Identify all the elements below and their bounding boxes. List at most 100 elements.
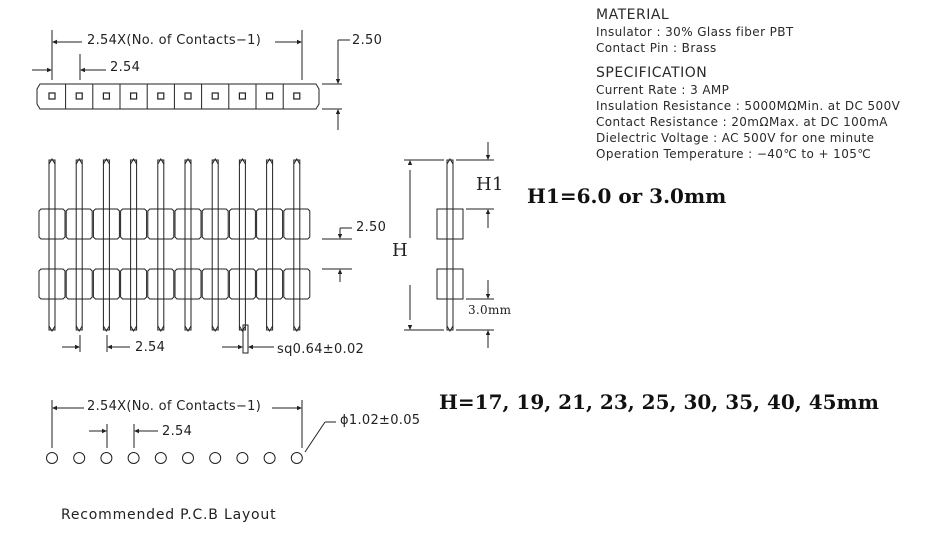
pin-tip bbox=[446, 158, 454, 165]
h-label: H bbox=[392, 240, 408, 261]
pin bbox=[266, 208, 274, 240]
pin-tip bbox=[293, 325, 301, 332]
pin-section-mark bbox=[242, 324, 249, 354]
pin bbox=[184, 159, 192, 331]
hole-diameter-label: ϕ1.02±0.05 bbox=[340, 413, 421, 428]
arrow-head bbox=[297, 39, 302, 45]
pin-square bbox=[211, 92, 219, 100]
pin bbox=[102, 208, 110, 240]
spec-block: MATERIAL Insulator : 30% Glass fiber PBT… bbox=[596, 6, 900, 162]
pin bbox=[130, 268, 138, 300]
pcb-hole bbox=[182, 452, 194, 464]
pin-square bbox=[157, 92, 165, 100]
top-pitch-label: 2.54 bbox=[110, 60, 141, 75]
pin bbox=[211, 268, 219, 300]
pin-tip bbox=[130, 325, 138, 332]
h-note: H=17, 19, 21, 23, 25, 30, 35, 40, 45mm bbox=[439, 390, 879, 414]
pin bbox=[446, 208, 454, 300]
arrow-head bbox=[485, 330, 491, 335]
pin-tip bbox=[184, 158, 192, 165]
pin bbox=[446, 159, 454, 331]
pin-tip bbox=[48, 325, 56, 332]
pin-square bbox=[184, 92, 192, 100]
housing-cell bbox=[228, 208, 256, 240]
side-row-label: 2.50 bbox=[356, 220, 387, 235]
housing-cell bbox=[147, 208, 175, 240]
pin-tip bbox=[238, 325, 246, 332]
arrow-head bbox=[407, 325, 413, 330]
housing-cell bbox=[38, 268, 66, 300]
spec-line: Dielectric Voltage : AC 500V for one min… bbox=[596, 131, 875, 145]
pin-square bbox=[75, 92, 83, 100]
pin-tip bbox=[75, 325, 83, 332]
pin-tip bbox=[446, 325, 454, 332]
material-heading: MATERIAL bbox=[596, 7, 670, 23]
housing-side bbox=[436, 268, 464, 300]
pcb-hole bbox=[209, 452, 222, 464]
front-pitch-label: 2.54 bbox=[135, 340, 166, 355]
pin bbox=[266, 268, 274, 300]
housing-cell bbox=[38, 208, 66, 240]
housing-cell bbox=[65, 268, 93, 300]
housing-cell bbox=[283, 208, 311, 240]
housing-cell bbox=[256, 268, 284, 300]
pin-tip bbox=[266, 325, 274, 332]
pin-tip bbox=[211, 158, 219, 165]
pin bbox=[184, 268, 192, 300]
h1-note: H1=6.0 or 3.0mm bbox=[527, 184, 727, 208]
arrow-head bbox=[297, 405, 302, 411]
top-row-label: 2.50 bbox=[352, 33, 383, 48]
pin bbox=[266, 159, 274, 331]
pin bbox=[48, 159, 56, 331]
pcb-pitch-label: 2.54 bbox=[162, 424, 193, 439]
pin-tip bbox=[211, 325, 219, 332]
pin bbox=[211, 159, 219, 331]
pin bbox=[157, 159, 165, 331]
pin-tip bbox=[75, 158, 83, 165]
arrow-head bbox=[80, 67, 85, 73]
arrow-head bbox=[335, 109, 341, 114]
pcb-span-label: 2.54X(No. of Contacts−1) bbox=[87, 399, 262, 414]
pin-tip bbox=[293, 158, 301, 165]
material-line: Contact Pin : Brass bbox=[596, 41, 717, 55]
pin-square bbox=[238, 92, 246, 100]
specification-heading: SPECIFICATION bbox=[596, 65, 708, 81]
pin-tip bbox=[102, 158, 110, 165]
pin bbox=[75, 208, 83, 240]
spec-line: Contact Resistance : 20mΩMax. at DC 100m… bbox=[596, 115, 888, 129]
pcb-caption: Recommended P.C.B Layout bbox=[61, 507, 277, 523]
housing-cell bbox=[201, 208, 229, 240]
arrow-head bbox=[75, 344, 80, 350]
housing-cell bbox=[201, 268, 229, 300]
pin-tip bbox=[48, 158, 56, 165]
arrow-head bbox=[248, 344, 253, 350]
leader-line bbox=[304, 421, 326, 453]
pin-square bbox=[293, 92, 301, 100]
pin bbox=[102, 159, 110, 331]
pcb-layout-view bbox=[46, 400, 336, 464]
pin-tip bbox=[266, 158, 274, 165]
side-view bbox=[404, 142, 494, 348]
pin-tip bbox=[130, 158, 138, 165]
pin-tip bbox=[157, 158, 165, 165]
top-span-label: 2.54X(No. of Contacts−1) bbox=[87, 33, 262, 48]
pin bbox=[75, 159, 83, 331]
housing-cell bbox=[92, 208, 120, 240]
top-view bbox=[32, 30, 350, 130]
housing-cell bbox=[65, 208, 93, 240]
housing-cell bbox=[120, 268, 148, 300]
pin bbox=[157, 208, 165, 240]
housing-cell bbox=[120, 208, 148, 240]
arrow-head bbox=[335, 79, 341, 84]
arrow-head bbox=[47, 67, 52, 73]
pcb-hole bbox=[46, 452, 58, 464]
pin-square bbox=[130, 92, 138, 100]
arrow-head bbox=[485, 209, 491, 214]
pcb-hole bbox=[100, 452, 113, 464]
arrow-head bbox=[337, 234, 343, 239]
pin bbox=[293, 268, 301, 300]
arrow-head bbox=[337, 269, 343, 274]
pin-sq-label: sq0.64±0.02 bbox=[277, 342, 365, 357]
pin-tip bbox=[184, 325, 192, 332]
